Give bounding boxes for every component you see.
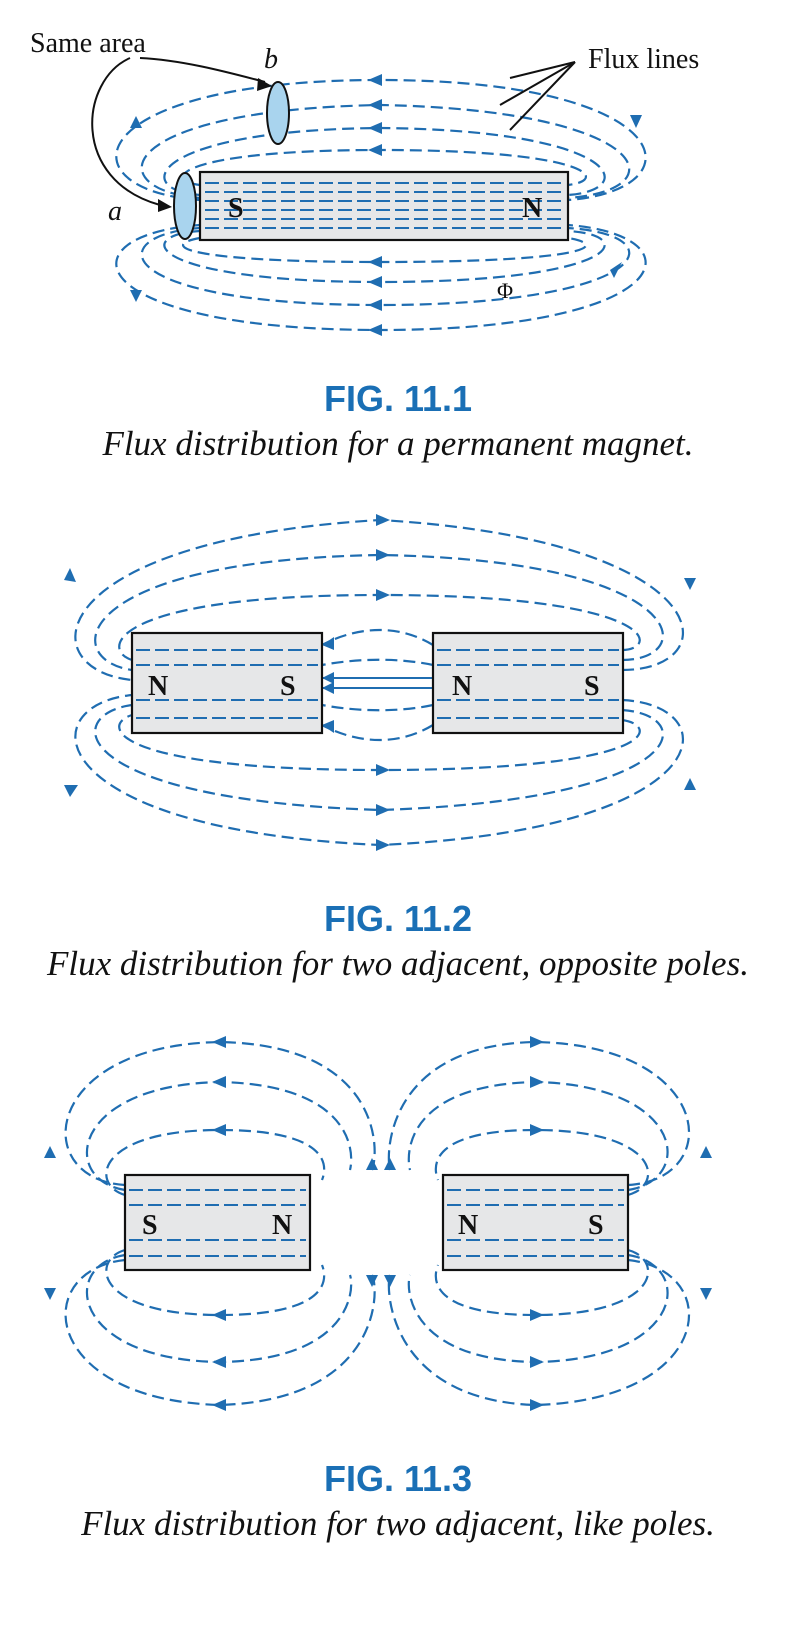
figure-11-1-diagram: S N <box>91 57 647 336</box>
pole-right-n-11-3: N <box>458 1210 478 1241</box>
pole-right-n-11-2: N <box>452 671 472 702</box>
callout-arrow-b <box>257 78 272 91</box>
pole-n-11-1: N <box>522 193 542 224</box>
figure-caption-11-3: Flux distribution for two adjacent, like… <box>81 1504 715 1543</box>
callout-arrow-a <box>158 199 172 212</box>
magnet-internal-lines-11-3 <box>129 1189 624 1257</box>
phi-label: Φ <box>497 278 514 303</box>
callout-line-a <box>91 57 161 206</box>
flux-callout-line-3 <box>509 61 576 131</box>
magnet-internal-lines-11-2 <box>136 649 619 719</box>
area-b-ellipse <box>266 81 290 145</box>
figure-11-3-diagram: S N N S <box>44 1036 712 1411</box>
callout-line-b <box>139 57 266 83</box>
flux-loops-11-3 <box>64 1040 690 1407</box>
label-b: b <box>264 44 278 75</box>
pole-left-s-11-3: S <box>142 1210 158 1241</box>
figure-11-3: S N N S FIG. 11.3 Flux distribution for … <box>0 1030 796 1630</box>
flux-callout-line-2 <box>499 61 576 106</box>
flux-callout-line-1 <box>509 61 576 79</box>
figure-11-2: N S N S FIG. 11.2 Flux distribution for … <box>0 500 796 1000</box>
magnet-internal-lines-11-1 <box>205 182 565 229</box>
figure-number-11-3: FIG. 11.3 <box>323 1458 473 1499</box>
figure-number-11-2: FIG. 11.2 <box>323 898 473 939</box>
flux-arrows-11-3 <box>44 1036 712 1411</box>
pole-right-s-11-2: S <box>584 671 600 702</box>
figure-number-11-1: FIG. 11.1 <box>323 378 473 419</box>
flux-arrows-11-2 <box>64 514 696 851</box>
pole-left-n-11-2: N <box>148 671 168 702</box>
figure-11-2-diagram: N S N S <box>64 514 696 851</box>
pole-left-s-11-2: S <box>280 671 296 702</box>
figure-caption-11-2: Flux distribution for two adjacent, oppo… <box>47 944 749 983</box>
figure-11-1: S N Same area Flux lines a b Φ FIG. 11.1… <box>0 0 796 470</box>
pole-right-s-11-3: S <box>588 1210 604 1241</box>
area-a-ellipse <box>173 172 197 240</box>
pole-s-11-1: S <box>228 193 244 224</box>
same-area-label: Same area <box>30 28 146 59</box>
pole-left-n-11-3: N <box>272 1210 292 1241</box>
flux-lines-label: Flux lines <box>588 44 700 75</box>
figure-caption-11-1: Flux distribution for a permanent magnet… <box>102 424 694 463</box>
flux-arrows-11-1 <box>130 74 642 336</box>
label-a: a <box>108 196 122 227</box>
